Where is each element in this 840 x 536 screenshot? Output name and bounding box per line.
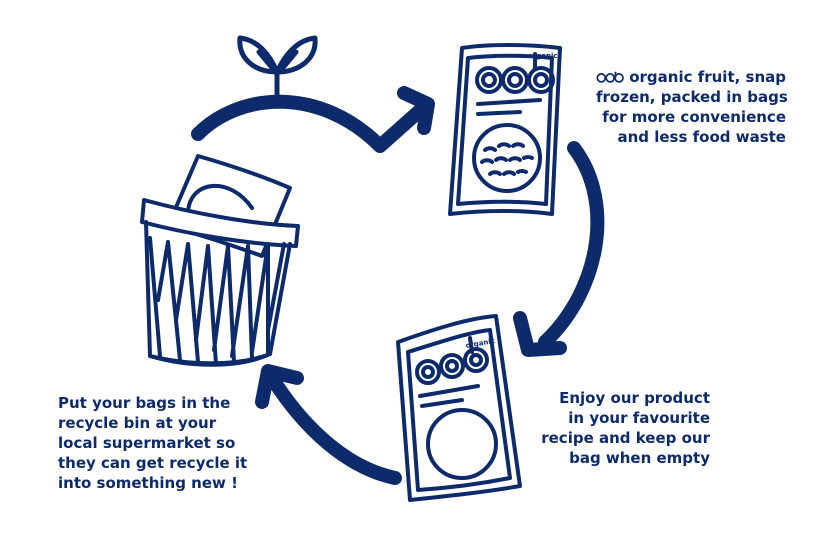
empty-bag-icon	[396, 314, 522, 502]
bag-tag-organic-top: organic	[528, 52, 558, 60]
caption-recycle-line: local supermarket so	[58, 434, 236, 452]
caption-enjoy-line: Enjoy our product	[559, 389, 710, 407]
recycle-bin-icon	[140, 154, 300, 367]
caption-recycle-line: Put your bags in the	[58, 394, 231, 412]
caption-product-line: for more convenience	[602, 108, 786, 126]
caption-product-line: and less food waste	[617, 128, 786, 146]
caption-product: organic fruit, snap frozen, packed in ba…	[596, 67, 788, 147]
cycle-arrow-icon	[513, 141, 605, 357]
cycle-arrow-icon	[255, 364, 402, 485]
caption-recycle-line: recycle bin at your	[58, 414, 217, 432]
caption-enjoy-line: in your favourite	[568, 409, 710, 427]
caption-product-line: organic fruit, snap	[629, 68, 786, 86]
caption-product-line: frozen, packed in bags	[596, 88, 788, 106]
caption-enjoy-line: recipe and keep our	[541, 429, 710, 447]
caption-enjoy-line: bag when empty	[569, 449, 710, 467]
caption-recycle-line: into something new !	[58, 474, 238, 492]
cycle-arrow-icon	[191, 86, 435, 153]
sprout-icon	[237, 35, 318, 99]
caption-enjoy: Enjoy our product in your favourite reci…	[538, 388, 710, 468]
oob-logo-icon	[596, 71, 624, 83]
caption-recycle-line: they can get recycle it	[58, 454, 248, 472]
frozen-bag-icon	[448, 43, 562, 216]
caption-recycle: Put your bags in the recycle bin at your…	[58, 393, 258, 493]
